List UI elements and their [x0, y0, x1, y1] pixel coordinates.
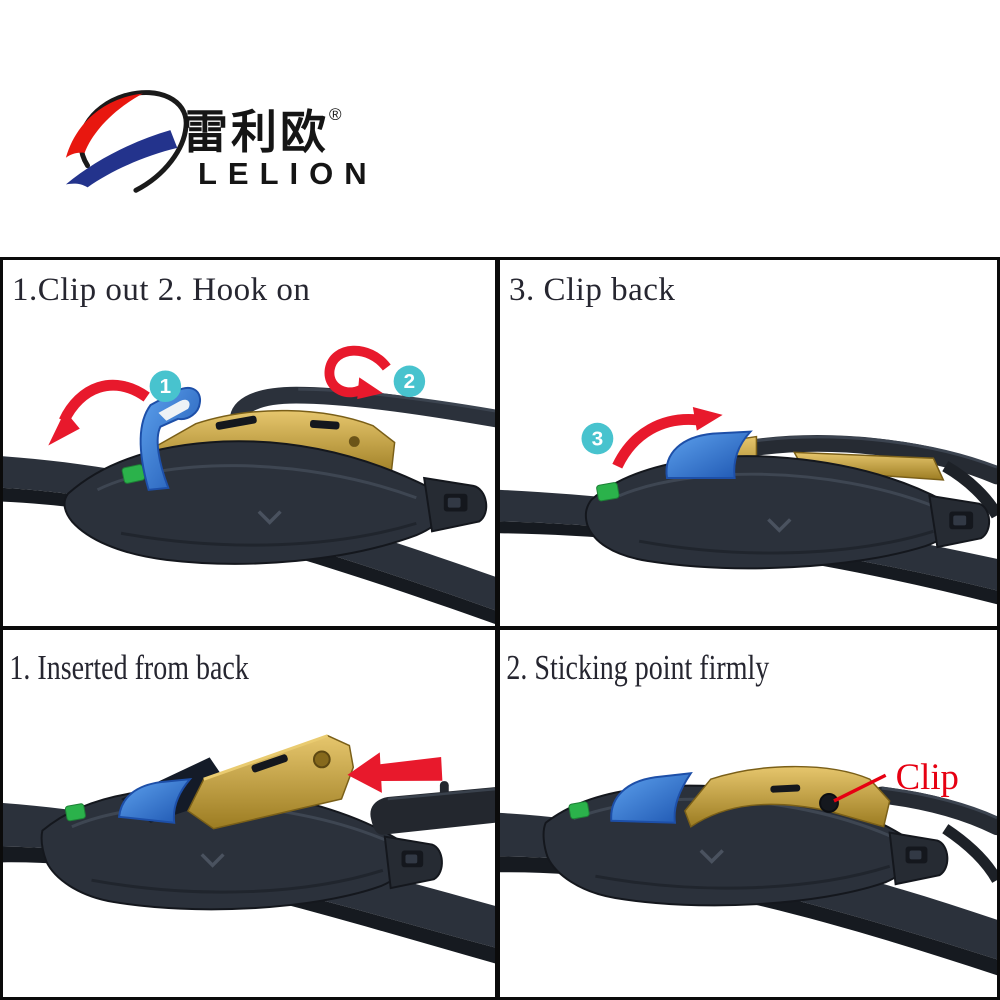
wiper-arm-piece: [370, 781, 495, 835]
panel-4-title: 2. Sticking point firmly: [506, 648, 770, 687]
step-badge-3-number: 3: [592, 428, 604, 451]
blue-clip-open: [139, 387, 201, 491]
panel-3-title: 1. Inserted from back: [9, 648, 249, 687]
instruction-grid: 1.Clip out 2. Hook on: [0, 257, 1000, 1000]
panel-inserted-from-back: 1. Inserted from back: [3, 630, 500, 997]
wiper-arm-attached: [873, 786, 997, 883]
wiper-illustration-clip-back: 3: [500, 406, 997, 605]
panel-2-title: 3. Clip back: [509, 272, 676, 308]
wiper-illustration-insert: [3, 734, 495, 964]
red-arrow-hook-on-icon: [324, 345, 391, 400]
brand-wordmark: 雷利欧® LELION: [182, 92, 378, 191]
panel-sticking-point: 2. Sticking point firmly: [500, 630, 997, 997]
clip-callout-label: Clip: [896, 756, 959, 797]
blue-clip-edge: [118, 777, 193, 824]
wiper-arm-attached: [740, 435, 997, 519]
step-badge-2-number: 2: [404, 370, 416, 393]
logo-red-swoosh: [65, 93, 143, 158]
brand-chinese-name: 雷利欧®: [182, 92, 378, 155]
step-badge-3: 3: [581, 422, 614, 455]
red-arrow-clip-back-icon: [612, 406, 723, 469]
panel-clip-out-hook-on: 1.Clip out 2. Hook on: [3, 260, 500, 630]
green-lock-button: [568, 801, 590, 820]
logo-blue-swoosh: [65, 130, 178, 188]
blue-clip-closed: [665, 430, 753, 479]
step-badge-2: 2: [393, 365, 426, 398]
green-lock-button: [596, 482, 620, 502]
wiper-illustration-sticking-point: Clip: [500, 756, 997, 976]
step-badge-1-number: 1: [160, 375, 172, 398]
blue-clip-closed: [610, 772, 693, 824]
brand-latin-name: LELION: [198, 156, 378, 191]
brand-chinese-text: 雷利欧: [182, 105, 329, 159]
step-badge-1: 1: [149, 370, 182, 403]
red-arrow-clip-out-icon: [48, 379, 150, 446]
gold-adapter: [684, 765, 891, 828]
red-arrow-insert-icon: [347, 752, 443, 793]
connector-shell: [584, 455, 991, 570]
brand-header: 雷利欧® LELION: [58, 82, 378, 222]
connector-shell: [63, 440, 488, 565]
clip-stud: [819, 793, 839, 813]
green-lock-button: [64, 803, 86, 822]
registered-mark: ®: [329, 105, 342, 124]
panel-clip-back: 3. Clip back: [500, 260, 997, 630]
gold-adapter-raised: [187, 734, 355, 830]
lelion-logo-icon: [65, 90, 189, 193]
clip-callout: Clip: [833, 756, 959, 803]
panel-1-title: 1.Clip out 2. Hook on: [12, 272, 311, 308]
wiper-illustration-clip-out: 1 2: [3, 345, 495, 625]
clip-callout-line: [833, 773, 887, 803]
